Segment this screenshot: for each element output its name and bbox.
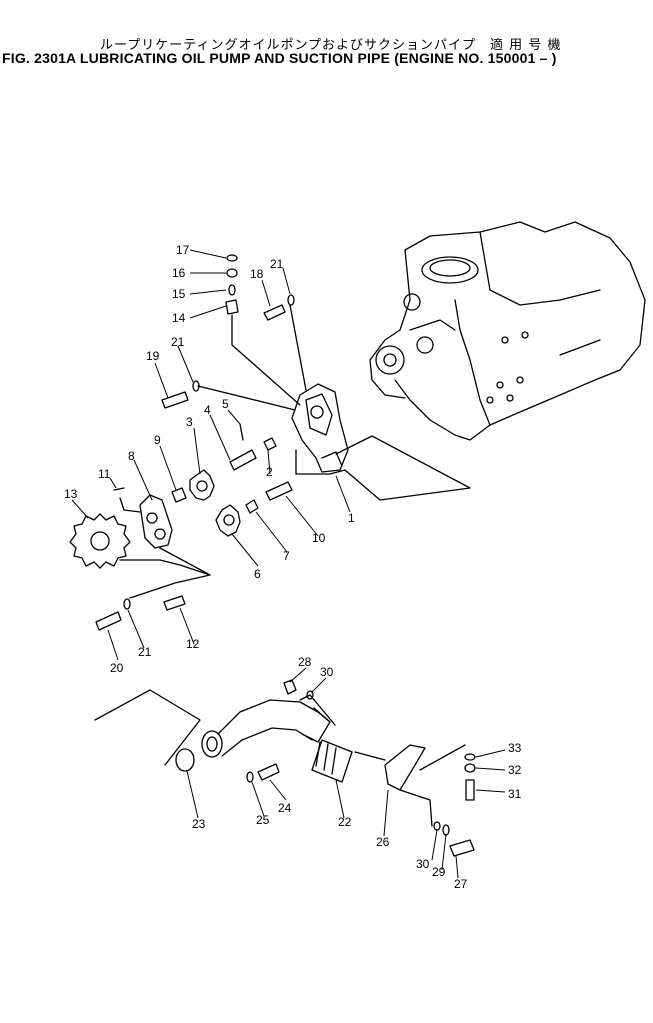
part-callout-14: 14 — [172, 311, 186, 325]
part-callout-9: 9 — [154, 433, 161, 447]
washer-29 — [442, 824, 450, 836]
part-callout-15: 15 — [172, 287, 186, 301]
idler-shaft — [265, 481, 293, 501]
bolt-27 — [449, 839, 475, 857]
part-callout-21: 21 — [171, 335, 185, 349]
part-callout-19: 19 — [146, 349, 160, 363]
part-callout-23: 23 — [192, 817, 206, 831]
part-callout-11: 11 — [98, 467, 111, 481]
part-callout-17: 17 — [176, 243, 190, 257]
part-callout-31: 31 — [508, 787, 522, 801]
nut-33 — [464, 753, 476, 761]
part-callout-6: 6 — [254, 567, 261, 581]
part-callout-26: 26 — [376, 835, 390, 849]
figure-title-japanese: ループリケーティングオイルポンプおよびサクションパイプ 適 用 号 機 — [100, 38, 562, 53]
bolt-18 — [263, 304, 286, 321]
key-pin — [239, 423, 244, 441]
plug-14 — [225, 299, 239, 315]
pump-shaft — [229, 449, 257, 471]
bolt-19 — [161, 391, 189, 409]
part-callout-12: 12 — [186, 637, 200, 651]
drive-gear — [69, 513, 131, 569]
part-callout-30: 30 — [320, 665, 334, 679]
part-callout-27: 27 — [454, 877, 468, 891]
part-callout-20: 20 — [110, 661, 124, 675]
part-callout-3: 3 — [186, 415, 193, 429]
part-callout-21: 21 — [138, 645, 152, 659]
engine-block — [369, 221, 646, 441]
bolt-12 — [163, 595, 186, 611]
bushing-lower — [245, 499, 259, 514]
o-ring — [175, 748, 195, 772]
part-callout-30: 30 — [416, 857, 430, 871]
driven-gear-upper — [189, 469, 215, 501]
part-callout-16: 16 — [172, 266, 186, 280]
bolt-31 — [465, 779, 475, 801]
nut-28 — [283, 679, 297, 695]
washer-25 — [246, 771, 254, 783]
washer-32 — [464, 763, 476, 773]
figure-title: FIG. 2301A LUBRICATING OIL PUMP AND SUCT… — [2, 50, 557, 66]
spring-15 — [228, 284, 236, 296]
washer-21a — [287, 294, 295, 306]
pump-body — [291, 383, 349, 473]
bushing-upper — [263, 437, 277, 451]
part-callout-5: 5 — [222, 397, 229, 411]
seat-17 — [226, 254, 238, 262]
driven-gear-lower — [215, 504, 241, 537]
washer-30b — [433, 821, 441, 831]
part-callout-22: 22 — [338, 815, 352, 829]
dowel-pin — [113, 487, 125, 491]
bolt-20 — [95, 611, 122, 631]
suction-pipe — [201, 694, 353, 783]
part-callout-8: 8 — [128, 449, 135, 463]
part-callout-21: 21 — [270, 257, 284, 271]
part-callout-25: 25 — [256, 813, 270, 827]
washer-16 — [226, 268, 238, 278]
part-callout-13: 13 — [64, 487, 78, 501]
part-callout-33: 33 — [508, 741, 522, 755]
part-callout-4: 4 — [204, 403, 211, 417]
bolt-24 — [257, 763, 280, 781]
part-callout-7: 7 — [283, 549, 290, 563]
part-callout-10: 10 — [312, 531, 326, 545]
part-callout-24: 24 — [278, 801, 292, 815]
support-bracket — [384, 744, 426, 791]
part-callout-2: 2 — [266, 465, 273, 479]
part-callout-28: 28 — [298, 655, 312, 669]
part-callout-32: 32 — [508, 763, 522, 777]
part-callout-18: 18 — [250, 267, 264, 281]
pump-cover — [139, 494, 173, 549]
washer-21c — [123, 598, 131, 610]
part-callout-29: 29 — [432, 865, 446, 879]
part-callout-1: 1 — [348, 511, 355, 525]
bushing-cover — [171, 487, 187, 503]
washer-30a — [306, 690, 314, 700]
